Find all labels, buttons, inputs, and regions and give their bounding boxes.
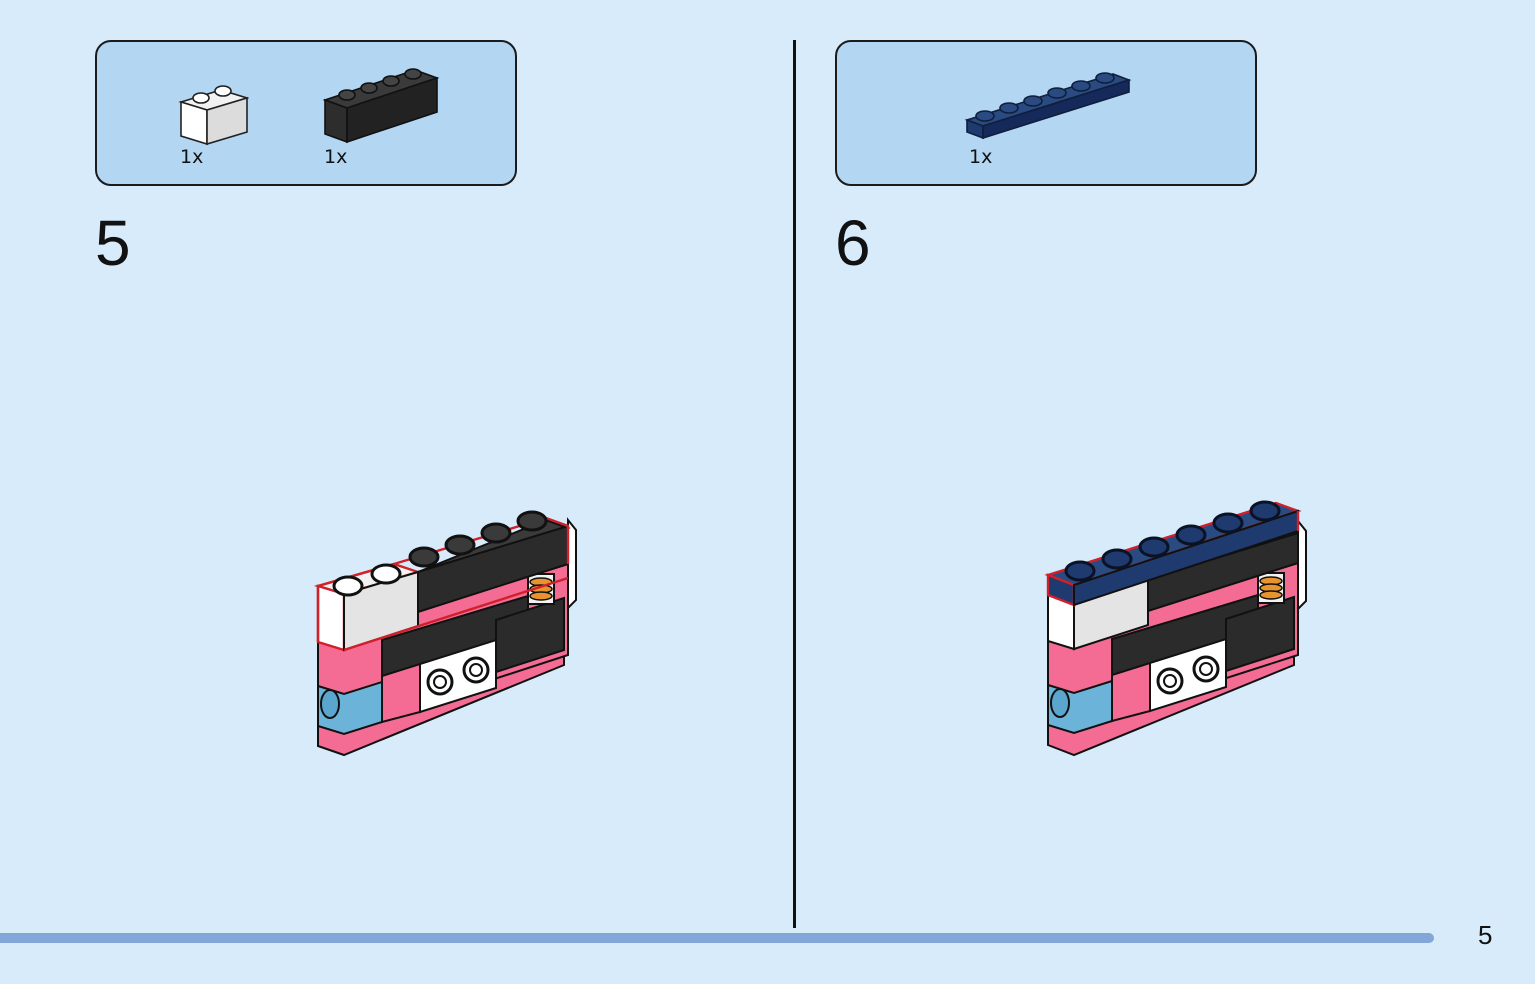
- step-number: 5: [95, 207, 131, 279]
- step-6-model-illustration: [1044, 500, 1307, 757]
- black-1x4-brick-icon: [322, 68, 440, 144]
- step-5-model-illustration: [313, 510, 577, 757]
- dark-blue-1x6-plate-icon: [964, 72, 1132, 140]
- part-quantity: 1x: [969, 146, 993, 168]
- step-6-parts-box: 1x: [835, 40, 1257, 186]
- part-quantity: 1x: [180, 146, 204, 168]
- step-number: 6: [835, 207, 871, 279]
- page-divider: [793, 40, 796, 928]
- part-quantity: 1x: [324, 146, 348, 168]
- page-number: 5: [1478, 920, 1493, 950]
- step-5-parts-box: 1x 1x: [95, 40, 517, 186]
- white-1x2-brick-icon: [178, 85, 249, 146]
- progress-bar: [0, 933, 1434, 943]
